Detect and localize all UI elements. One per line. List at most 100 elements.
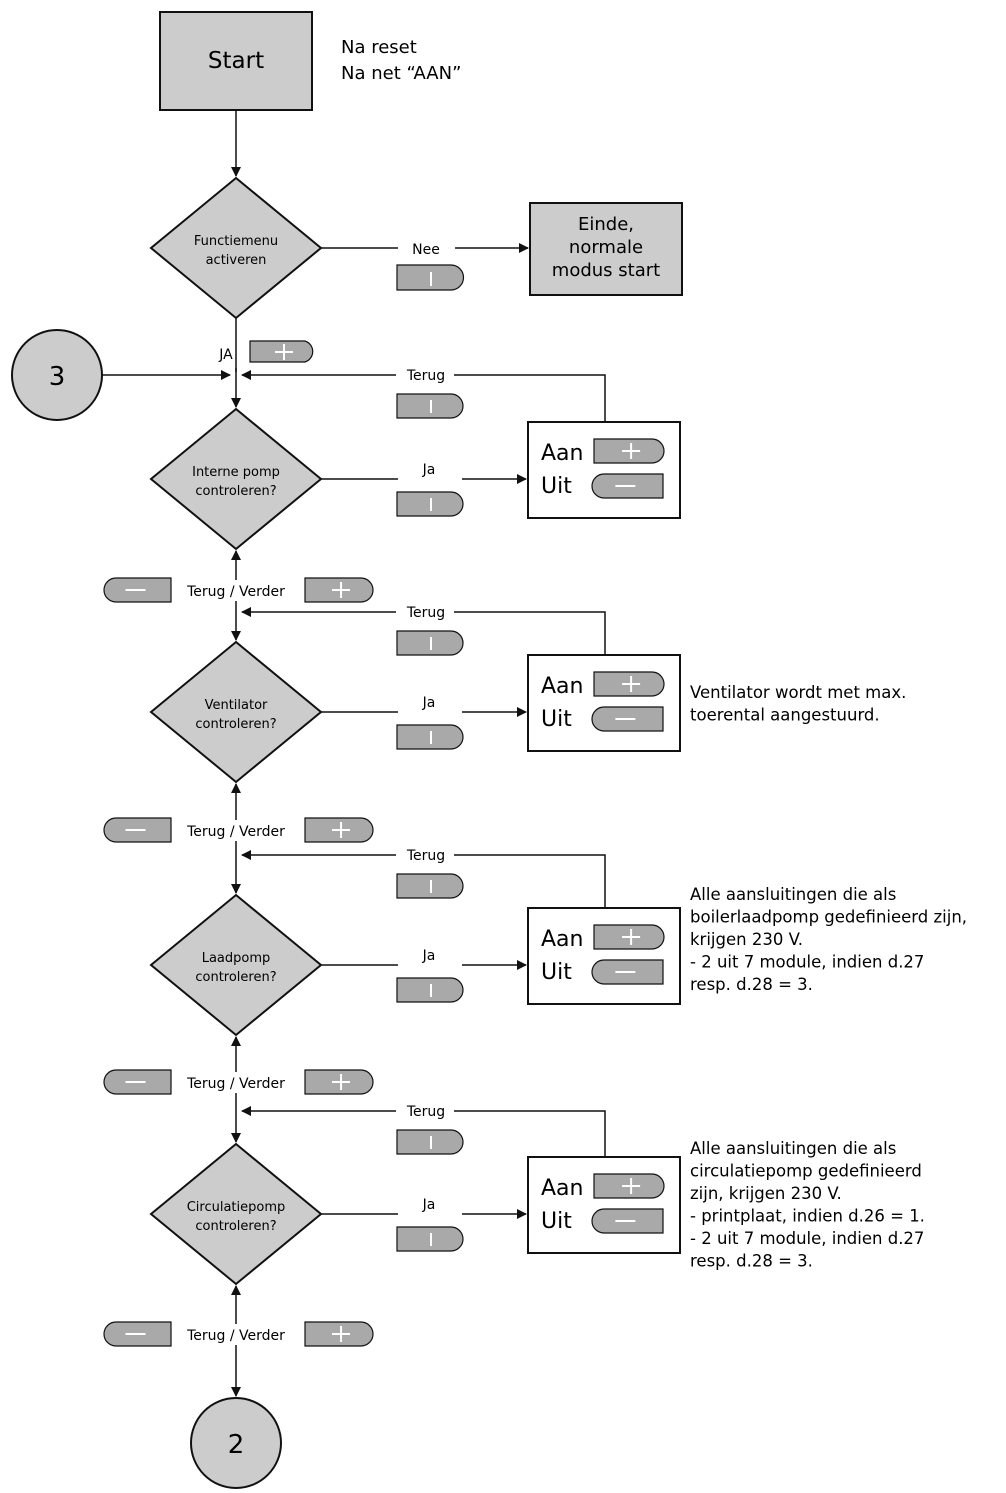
back-line — [454, 1110, 606, 1157]
step-note-line: - 2 uit 7 module, indien d.27 — [690, 1229, 924, 1248]
off-minus-button[interactable] — [591, 473, 664, 499]
yes-label: Ja — [422, 948, 436, 964]
on-plus-button[interactable] — [593, 438, 665, 464]
off-minus-button[interactable] — [591, 959, 664, 985]
step-note-line: boilerlaadpomp gedefinieerd zijn, — [690, 908, 967, 927]
step-note-line: Alle aansluitingen die als — [690, 885, 896, 904]
label-backdrop — [183, 583, 289, 601]
functiemenu-info-button[interactable] — [396, 264, 465, 291]
plus-icon — [332, 582, 351, 598]
forward-plus-button[interactable] — [304, 1321, 374, 1347]
step-decision: Ventilator controleren? — [149, 640, 323, 784]
question-line2: controleren? — [195, 717, 276, 732]
functiemenu-question-line1: Functiemenu — [194, 234, 278, 249]
question-line2: controleren? — [195, 484, 276, 499]
step-decision: Circulatiepomp controleren? — [149, 1142, 323, 1286]
functiemenu-question-line2: activeren — [206, 253, 267, 268]
plus-icon — [622, 929, 641, 945]
off-label: Uit — [541, 960, 572, 985]
back-info-button[interactable] — [396, 630, 464, 656]
yes-label: Ja — [422, 462, 436, 478]
back-minus-button[interactable] — [103, 1069, 172, 1095]
back-info-button[interactable] — [396, 393, 464, 419]
end-box: Einde, normale modus start — [529, 202, 683, 296]
nav-label: Terug / Verder — [186, 584, 285, 600]
plus-icon — [622, 676, 641, 692]
off-label: Uit — [541, 707, 572, 732]
forward-plus-button[interactable] — [304, 817, 374, 843]
yes-label: Ja — [422, 1197, 436, 1213]
connector-3-label: 3 — [49, 362, 66, 392]
step-1: Terug — [241, 368, 606, 422]
step-3: Terug — [241, 848, 606, 908]
off-label: Uit — [541, 474, 572, 499]
nav-label: Terug / Verder — [186, 1076, 285, 1092]
step-note-line: Ventilator wordt met max. — [690, 683, 906, 702]
plus-icon — [622, 443, 641, 459]
off-minus-button[interactable] — [591, 1208, 664, 1234]
label-backdrop — [183, 823, 289, 841]
on-label: Aan — [541, 927, 583, 952]
step-note-line: krijgen 230 V. — [690, 930, 803, 949]
back-minus-button[interactable] — [103, 577, 172, 603]
back-minus-button[interactable] — [103, 1321, 172, 1347]
yes-info-button[interactable] — [396, 977, 464, 1003]
question-line1: Circulatiepomp — [187, 1200, 286, 1215]
on-plus-button[interactable] — [593, 1173, 665, 1199]
step-note-line: resp. d.28 = 3. — [690, 1252, 813, 1271]
connector-2[interactable]: 2 — [190, 1397, 282, 1489]
back-info-button[interactable] — [396, 1129, 464, 1155]
step-note-line: Alle aansluitingen die als — [690, 1139, 896, 1158]
start-box: Start — [159, 11, 313, 111]
yes-info-button[interactable] — [396, 491, 464, 517]
question-line2: controleren? — [195, 1219, 276, 1234]
functiemenu-plus-button[interactable] — [249, 340, 314, 363]
plus-icon — [332, 1326, 351, 1342]
step-note-line: - 2 uit 7 module, indien d.27 — [690, 953, 924, 972]
plus-icon — [622, 1178, 641, 1194]
yes-label: Ja — [422, 695, 436, 711]
back-label: Terug — [406, 848, 445, 864]
back-line — [454, 374, 606, 422]
step-note-line: zijn, krijgen 230 V. — [690, 1184, 842, 1203]
back-line — [454, 611, 606, 655]
back-label: Terug — [406, 605, 445, 621]
forward-plus-button[interactable] — [304, 577, 374, 603]
off-minus-button[interactable] — [591, 706, 664, 732]
start-note-reset: Na reset — [341, 37, 417, 58]
end-box-line1: Einde, — [578, 214, 634, 235]
back-minus-button[interactable] — [103, 817, 172, 843]
forward-plus-button[interactable] — [304, 1069, 374, 1095]
step-note-line: circulatiepomp gedefinieerd — [690, 1162, 922, 1181]
step-note-line: resp. d.28 = 3. — [690, 975, 813, 994]
functiemenu-no-label: Nee — [412, 242, 440, 258]
on-plus-button[interactable] — [593, 671, 665, 697]
step-note-line: - printplaat, indien d.26 = 1. — [690, 1207, 925, 1226]
yes-info-button[interactable] — [396, 724, 464, 750]
back-label: Terug — [406, 1104, 445, 1120]
start-label: Start — [208, 48, 264, 74]
question-line2: controleren? — [195, 970, 276, 985]
start-note-power: Na net “AAN” — [341, 63, 461, 84]
question-line1: Ventilator — [205, 698, 268, 713]
label-backdrop — [183, 1075, 289, 1093]
connector-2-label: 2 — [228, 1430, 245, 1460]
back-label: Terug — [406, 368, 445, 384]
plus-icon — [332, 1074, 351, 1090]
connector-3[interactable]: 3 — [11, 329, 103, 421]
on-plus-button[interactable] — [593, 924, 665, 950]
on-label: Aan — [541, 1176, 583, 1201]
on-label: Aan — [541, 441, 583, 466]
back-info-button[interactable] — [396, 873, 464, 899]
step-4: Terug — [241, 1104, 606, 1157]
off-label: Uit — [541, 1209, 572, 1234]
yes-info-button[interactable] — [396, 1226, 464, 1252]
functiemenu-yes-label: JA — [218, 347, 233, 363]
